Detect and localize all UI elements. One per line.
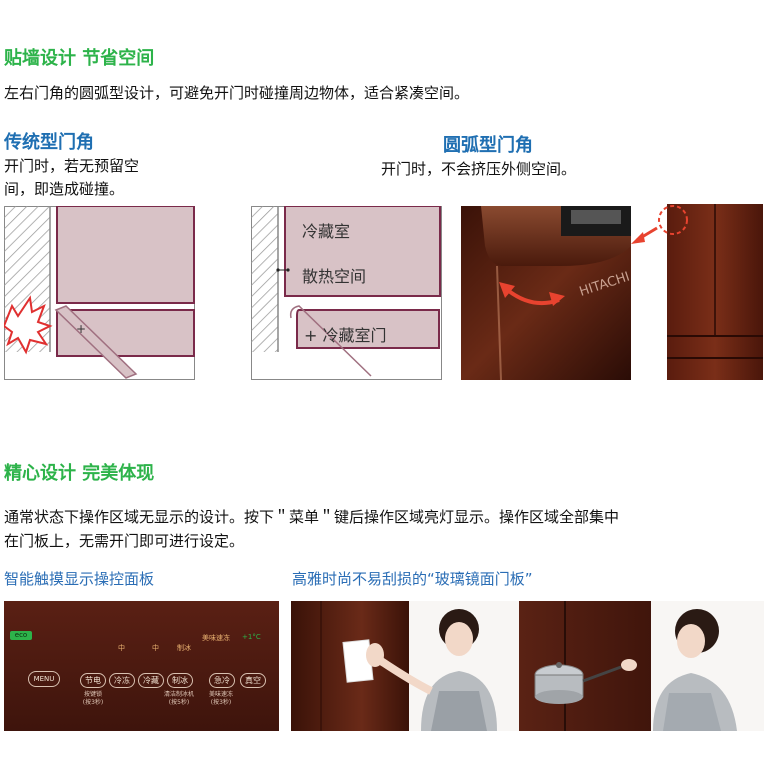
control-panel: eco 中 中 制冰 美味速冻 +1°C MENU 节电 冷冻 冷藏 制冰 急冷…: [4, 601, 279, 731]
arc-corner-diagram: [251, 206, 442, 380]
eco-indicator: eco: [10, 631, 32, 640]
traditional-corner-diagram: +: [4, 206, 195, 380]
section-desc-design-line2: 在门板上，无需开门即可进行设定。: [4, 532, 245, 550]
clean-ice-label: 清洁制冰机 (按5秒): [162, 691, 196, 707]
indicator-ice: 制冰: [177, 644, 191, 652]
key-lock-line2: (按3秒): [82, 699, 104, 706]
label-cold-door: + 冷藏室门: [304, 322, 387, 346]
label-cold-room: 冷藏室: [302, 222, 351, 241]
indicator-quick-freeze: 美味速冻: [202, 634, 230, 642]
svg-text:+: +: [76, 322, 86, 336]
plus-marker: +: [304, 326, 318, 345]
vacuum-button[interactable]: 真空: [240, 673, 266, 688]
quick-cool-button[interactable]: 急冷: [209, 673, 235, 688]
fridge-full-photo: [631, 200, 764, 382]
menu-button[interactable]: MENU: [28, 671, 60, 687]
traditional-heading: 传统型门角: [4, 132, 94, 153]
clean-ice-line2: (按5秒): [168, 699, 190, 706]
clean-ice-line1: 清洁制冰机: [163, 691, 194, 698]
key-lock-label: 按键锁 (按3秒): [78, 691, 108, 707]
quick-freeze-label: 美味速冻 (按3秒): [204, 691, 238, 707]
arc-desc: 开门时，不会挤压外侧空间。: [381, 160, 577, 178]
caption-touch-panel: 智能触摸显示操控面板: [4, 570, 155, 588]
fridge-corner-photo: HITACHI: [461, 206, 631, 380]
section-desc-wall: 左右门角的圆弧型设计，可避免开门时碰撞周边物体，适合紧凑空间。: [4, 84, 470, 102]
quick-freeze-line1: 美味速冻: [208, 691, 233, 698]
indicator-temp: +1°C: [242, 633, 261, 641]
label-cooling-space: 散热空间: [302, 267, 367, 286]
fridge-button[interactable]: 冷藏: [138, 673, 164, 688]
caption-glass-door: 高雅时尚不易刮损的“玻璃镜面门板”: [292, 570, 533, 588]
key-lock-line1: 按键锁: [83, 691, 102, 698]
section-title-wall: 贴墙设计 节省空间: [4, 48, 155, 69]
power-save-button[interactable]: 节电: [80, 673, 106, 688]
indicator-mid-2: 中: [152, 644, 159, 652]
freezer-button[interactable]: 冷冻: [109, 673, 135, 688]
arc-heading: 圆弧型门角: [443, 135, 533, 156]
section-title-design: 精心设计 完美体现: [4, 463, 155, 484]
ice-button[interactable]: 制冰: [167, 673, 193, 688]
traditional-line2: 间，即造成碰撞。: [4, 180, 125, 198]
traditional-line1: 开门时，若无预留空: [4, 157, 140, 175]
indicator-mid-1: 中: [118, 644, 125, 652]
label-cold-door-text: 冷藏室门: [322, 326, 387, 345]
section-desc-design-line1: 通常状态下操作区域无显示的设计。按下＂菜单＂键后操作区域亮灯显示。操作区域全部集…: [4, 508, 620, 526]
glass-door-photo: [291, 601, 764, 731]
quick-freeze-line2: (按3秒): [210, 699, 232, 706]
